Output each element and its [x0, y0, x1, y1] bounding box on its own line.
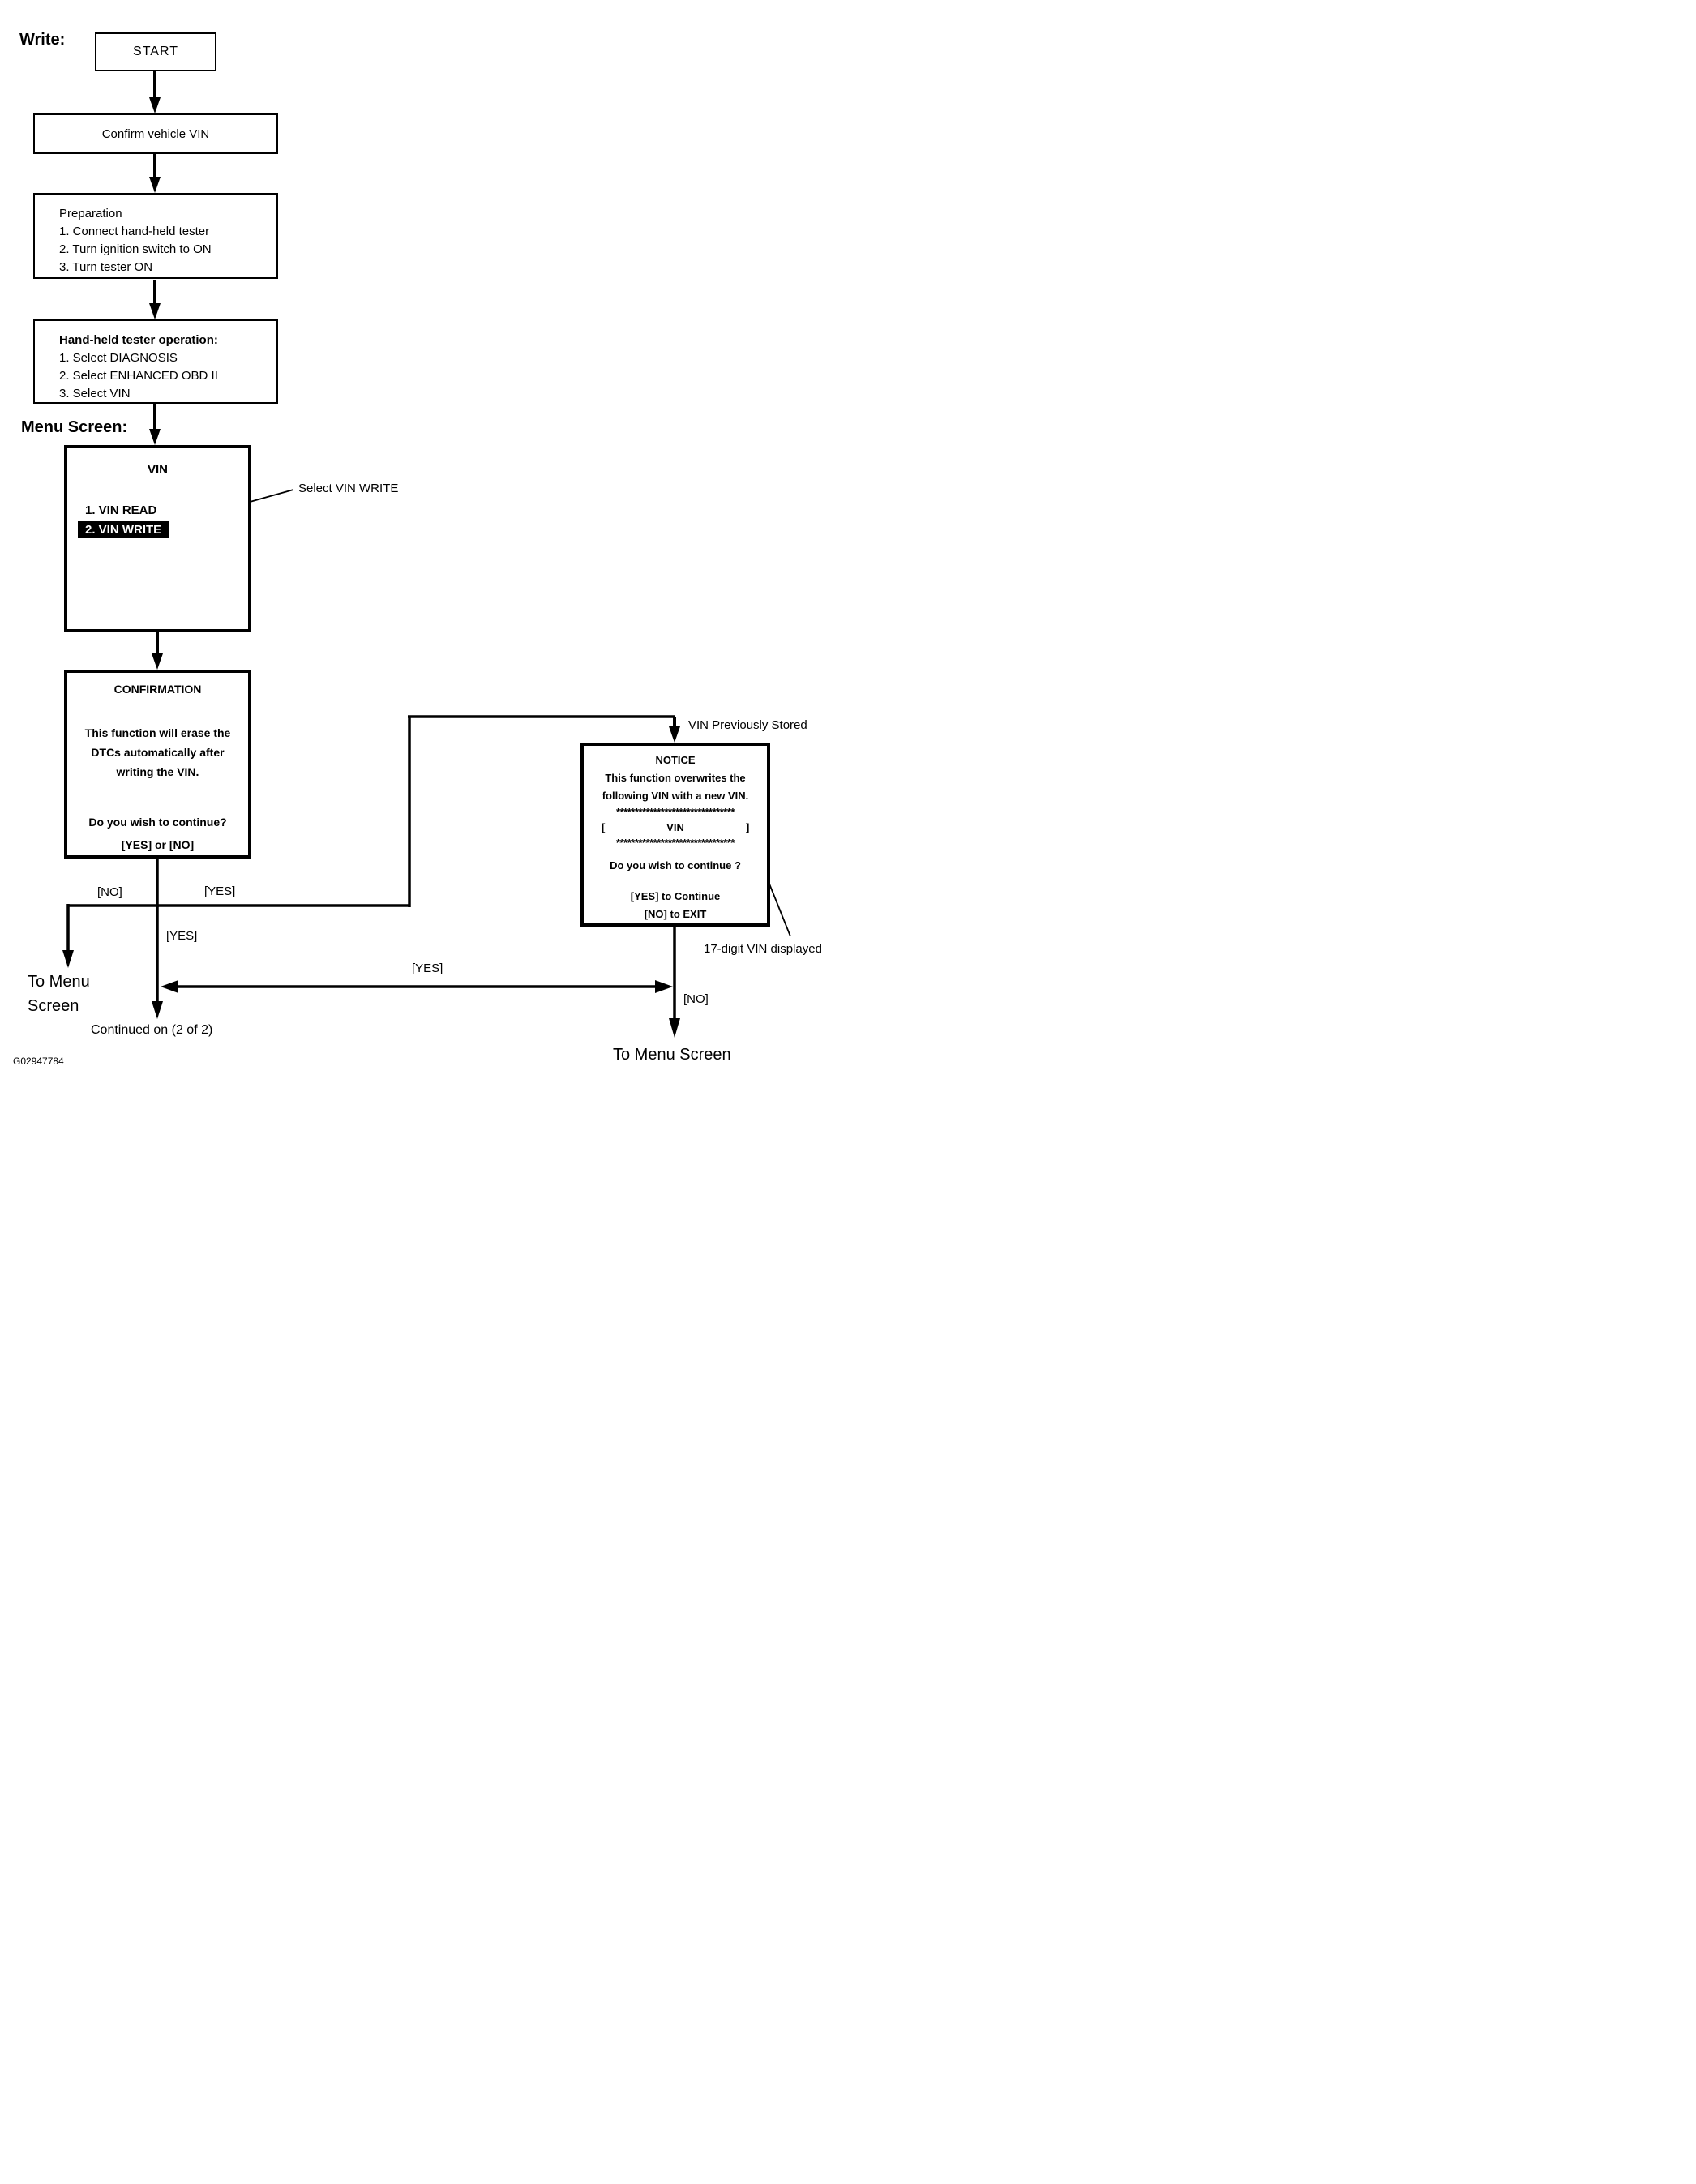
to-menu-screen-left-line1: To Menu	[28, 973, 90, 991]
flowchart-connectors	[62, 71, 791, 1038]
notice-line-2: following VIN with a new VIN.	[602, 790, 749, 802]
write-label: Write:	[19, 31, 66, 49]
notice-vin-value: VIN	[666, 821, 684, 833]
preparation-step-1: 1. Connect hand-held tester	[59, 225, 210, 238]
confirmation-title: CONFIRMATION	[113, 683, 202, 696]
confirmation-screen: CONFIRMATION This function will erase th…	[64, 670, 251, 859]
notice-no-option: [NO] to EXIT	[644, 908, 707, 920]
edge-label-yes-center: [YES]	[166, 929, 198, 943]
confirmation-options: [YES] or [NO]	[121, 838, 195, 851]
menu-item-vin-write-selected: 2. VIN WRITE	[78, 521, 169, 538]
edge-label-yes-right: [YES]	[204, 884, 236, 898]
vin-menu-title: VIN	[147, 463, 168, 477]
tester-operation-step-1: 1. Select DIAGNOSIS	[59, 351, 178, 365]
tester-operation-step-2: 2. Select ENHANCED OBD II	[59, 369, 218, 383]
confirm-vin-label: Confirm vehicle VIN	[101, 126, 210, 141]
tester-operation-step-3: 3. Select VIN	[59, 387, 131, 400]
arrowhead-to-menu-left	[62, 950, 74, 968]
confirmation-line-2: DTCs automatically after	[91, 746, 225, 759]
notice-bracket-left: [	[602, 821, 606, 833]
edge-label-yes-return: [YES]	[412, 961, 443, 975]
preparation-title: Preparation	[59, 207, 122, 221]
preparation-step-3: 3. Turn tester ON	[59, 260, 153, 274]
select-vin-write-annotation: Select VIN WRITE	[298, 482, 399, 495]
confirmation-line-1: This function will erase the	[84, 726, 231, 739]
notice-line-1: This function overwrites the	[605, 772, 746, 784]
arrowhead-into-notice	[669, 726, 680, 743]
figure-id-label: G02947784	[13, 1056, 64, 1067]
edge-label-no-bottom: [NO]	[683, 992, 709, 1006]
notice-question: Do you wish to continue ?	[610, 859, 741, 871]
notice-stars-top: ********************************	[616, 806, 735, 818]
vin-previously-stored-annotation: VIN Previously Stored	[688, 718, 807, 732]
tester-operation-title: Hand-held tester operation:	[59, 333, 218, 347]
arrowhead-confirm-to-preparation	[149, 177, 161, 193]
preparation-step-2: 2. Turn ignition switch to ON	[59, 242, 212, 256]
notice-vin-row: [ VIN ]	[584, 821, 767, 836]
confirmation-line-3: writing the VIN.	[116, 765, 199, 778]
notice-yes-option: [YES] to Continue	[630, 890, 721, 902]
to-menu-screen-left-line2: Screen	[28, 997, 79, 1015]
arrowhead-return-left	[161, 980, 178, 993]
arrowhead-tester-to-vin-menu	[149, 429, 161, 445]
vin-menu-screen: VIN 1. VIN READ 2. VIN WRITE	[64, 445, 251, 632]
arrowhead-preparation-to-tester	[149, 303, 161, 319]
notice-screen: NOTICE This function overwrites the foll…	[580, 743, 770, 927]
notice-bracket-right: ]	[746, 821, 750, 833]
confirmation-question: Do you wish to continue?	[88, 816, 227, 829]
arrowhead-to-menu-right	[669, 1018, 680, 1038]
to-menu-screen-right: To Menu Screen	[613, 1046, 731, 1064]
start-node-label: START	[133, 45, 178, 58]
confirm-vin-node: Confirm vehicle VIN	[33, 113, 278, 154]
preparation-node: Preparation 1. Connect hand-held tester …	[33, 193, 278, 279]
arrowhead-vin-menu-to-confirmation	[152, 653, 163, 670]
menu-item-vin-read: 1. VIN READ	[85, 503, 157, 517]
edge-label-no-left: [NO]	[97, 885, 122, 899]
arrowhead-start-to-confirm	[149, 97, 161, 113]
arrowhead-continued-on	[152, 1001, 163, 1019]
vin-digits-annotation: 17-digit VIN displayed	[704, 942, 822, 956]
start-node: START	[95, 32, 216, 71]
menu-screen-label: Menu Screen:	[21, 418, 128, 436]
notice-stars-bottom: ********************************	[616, 837, 735, 849]
to-menu-screen-left: To Menu Screen	[28, 970, 90, 1018]
notice-title: NOTICE	[655, 754, 696, 766]
arrowhead-return-right	[655, 980, 673, 993]
tester-operation-node: Hand-held tester operation: 1. Select DI…	[33, 319, 278, 404]
flowchart-canvas: Write: Menu Screen: START Confirm vehicl…	[0, 0, 848, 1092]
continued-on-label: Continued on (2 of 2)	[91, 1023, 213, 1037]
